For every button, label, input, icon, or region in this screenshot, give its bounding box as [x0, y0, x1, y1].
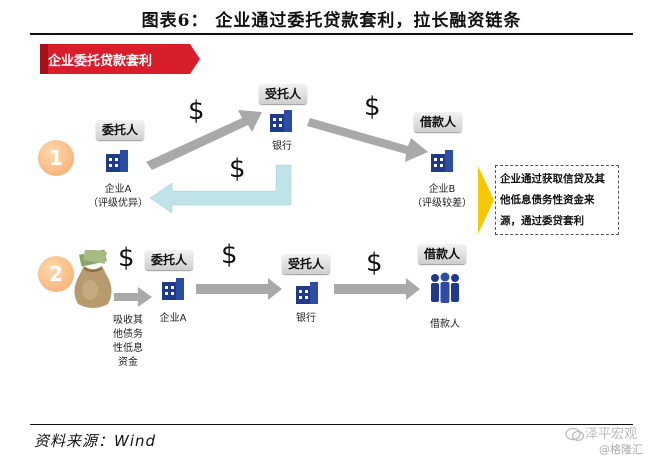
- dollar-sign: $: [366, 248, 383, 278]
- row1-entrustor-name: 企业A: [104, 184, 132, 195]
- banner-shape: [40, 44, 200, 74]
- step-number-1: 1: [38, 140, 74, 176]
- title-rule: [30, 33, 633, 35]
- banner-label: 企业委托贷款套利: [48, 54, 153, 69]
- row1-borrower-rating: （评级较差）: [412, 198, 472, 209]
- row1-entrustor-box: 委托人: [96, 120, 145, 140]
- watermark-line-2: @格隆汇: [599, 443, 643, 456]
- funds-desc-line-2: 他债务: [113, 329, 143, 340]
- funds-desc-line-3: 性低息: [113, 343, 143, 354]
- arrow-return-teal: [149, 164, 292, 214]
- note-arrow: [478, 166, 494, 234]
- bank-building-icon: [270, 110, 292, 132]
- page-title: 图表6： 企业通过委托贷款套利，拉长融资链条: [141, 11, 522, 31]
- watermark-line-1: 泽平宏观: [585, 427, 638, 442]
- dollar-sign: $: [229, 154, 246, 184]
- row2-borrower-name: 借款人: [430, 319, 460, 330]
- funds-desc-line-4: 资金: [118, 357, 138, 368]
- wechat-icon: [565, 427, 585, 442]
- dollar-sign: $: [221, 240, 238, 270]
- watermark: 泽平宏观 @格隆汇: [563, 423, 663, 457]
- building-icon: [431, 150, 453, 172]
- row2-borrower-box: 借款人: [418, 244, 467, 264]
- source-note: 资料来源：Wind: [34, 432, 157, 450]
- row1-trustee-box: 受托人: [259, 84, 308, 104]
- row1-bank-label: 银行: [272, 141, 292, 152]
- row1-entrustor-rating: （评级优异）: [88, 198, 148, 209]
- dollar-sign: $: [118, 243, 135, 273]
- row2-entrustor-box: 委托人: [145, 250, 194, 270]
- building-icon: [106, 150, 128, 172]
- people-icon: [431, 272, 459, 303]
- step-number-2: 2: [38, 256, 74, 292]
- arrow-a-to-bank: [146, 110, 262, 170]
- footer-rule: [30, 424, 633, 425]
- row2-entrustor-name: 企业A: [159, 313, 187, 324]
- dollar-sign: $: [364, 92, 381, 122]
- building-icon: [162, 278, 184, 300]
- arbitrage-note: 企业通过获取信贷及其他低息债务性资金来源，通过委贷套利: [495, 165, 619, 235]
- arrow-bank-to-borrower-2: [334, 278, 420, 300]
- arrow-funds-to-a: [114, 287, 152, 307]
- arrow-a-to-bank-2: [196, 278, 282, 300]
- arrow-bank-to-b: [307, 118, 428, 162]
- row1-borrower-name: 企业B: [428, 184, 456, 195]
- row2-bank-label: 银行: [296, 313, 316, 324]
- bank-building-icon: [296, 282, 318, 304]
- row1-borrower-box: 借款人: [414, 112, 463, 132]
- dollar-sign: $: [188, 96, 205, 126]
- money-bag-icon: [74, 250, 112, 308]
- funds-desc-line-1: 吸收其: [113, 315, 143, 326]
- row2-trustee-box: 受托人: [282, 254, 331, 274]
